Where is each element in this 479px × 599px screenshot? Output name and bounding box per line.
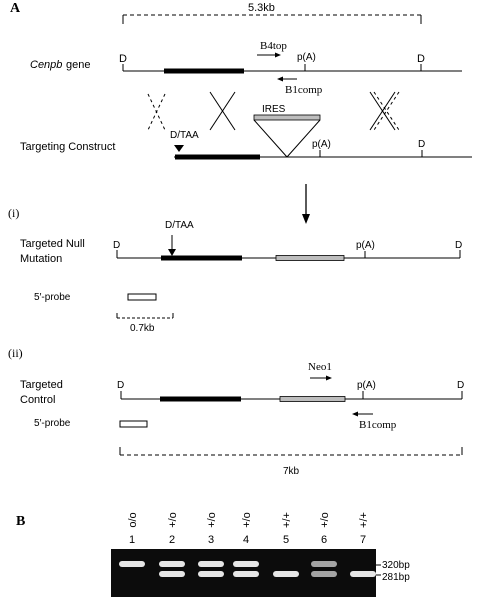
null-label-line1: Targeted Null	[20, 238, 85, 250]
lane-number-label: 1	[129, 534, 135, 546]
control-primer-b1comp-label: B1comp	[359, 419, 397, 431]
control-exon-block	[160, 396, 241, 402]
gel-band	[273, 571, 299, 577]
top-scale-bar	[122, 14, 422, 24]
lane-number-label: 3	[208, 534, 214, 546]
construct-ires-label: IRES	[262, 104, 286, 115]
control-d-left: D	[117, 380, 124, 391]
gel-band	[233, 571, 259, 577]
gel-band	[311, 571, 337, 577]
control-probe-label: 5′-probe	[34, 418, 71, 429]
primer-b4top-label: B4top	[260, 40, 287, 52]
genotype-labels: o/o +/o +/o +/o +/+ +/o +/+	[127, 512, 370, 528]
gene-exon-block	[164, 68, 244, 74]
control-label-line2: Control	[20, 394, 55, 406]
lane-number-label: 7	[360, 534, 366, 546]
targeting-construct-row: Targeting Construct D/TAA IRES p(A) D	[20, 104, 472, 160]
lane-genotype-label: o/o	[127, 512, 139, 527]
null-roman: (i)	[8, 206, 19, 220]
targeted-null-row: (i) Targeted Null Mutation D/TAA D D p(A…	[8, 206, 462, 334]
control-polya: p(A)	[357, 380, 376, 391]
gel-bands	[119, 561, 376, 577]
band-size-upper: 320bp	[382, 560, 410, 571]
result-arrow	[302, 184, 310, 224]
lane-genotype-label: +/+	[281, 512, 293, 528]
control-probe-box	[119, 420, 148, 428]
construct-ires-box	[253, 114, 321, 121]
targeted-control-row: (ii) Targeted Control Neo1 D D p(A) B1co…	[8, 346, 464, 477]
lane-genotype-label: +/+	[358, 512, 370, 528]
recombination-crosses	[147, 91, 400, 131]
cenpb-gene-row: Cenpb gene D D p(A) B4top B1comp	[30, 40, 462, 96]
construct-insertion-line-right	[286, 119, 321, 158]
construct-label: Targeting Construct	[20, 141, 115, 153]
gel-band	[350, 571, 376, 577]
null-mutation-arrow	[168, 249, 176, 256]
lane-numbers: 1 2 3 4 5 6 7	[129, 534, 366, 546]
gene-polya: p(A)	[297, 52, 316, 63]
construct-insertion-line-left	[253, 119, 288, 158]
lane-genotype-label: +/o	[241, 512, 253, 528]
gel-band	[311, 561, 337, 567]
null-probe-box	[127, 293, 157, 301]
lane-genotype-label: +/o	[319, 512, 331, 528]
gene-d-right: D	[417, 53, 425, 65]
lane-genotype-label: +/o	[206, 512, 218, 528]
null-ires-block	[275, 255, 345, 261]
gel-band	[233, 561, 259, 567]
null-mutation-label: D/TAA	[165, 220, 194, 231]
lane-genotype-label: +/o	[167, 512, 179, 528]
control-primer-neo1-label: Neo1	[308, 361, 332, 373]
null-d-left: D	[113, 240, 120, 251]
panel-a-label: A	[10, 1, 21, 16]
gel-band	[159, 561, 185, 567]
null-scale-label: 0.7kb	[130, 323, 155, 334]
gel-band	[119, 561, 145, 567]
null-d-right: D	[455, 240, 462, 251]
control-label-line1: Targeted	[20, 379, 63, 391]
null-polya: p(A)	[356, 240, 375, 251]
construct-exon-block	[175, 154, 260, 160]
construct-d-right: D	[418, 139, 425, 150]
gel-band	[198, 561, 224, 567]
gene-d-left: D	[119, 53, 127, 65]
gene-suffix: gene	[66, 59, 90, 71]
control-d-right: D	[457, 380, 464, 391]
null-probe-label: 5′-probe	[34, 292, 71, 303]
top-scale-label: 5.3kb	[248, 2, 275, 14]
gel-band	[198, 571, 224, 577]
null-exon-block	[161, 255, 242, 261]
lane-number-label: 4	[243, 534, 249, 546]
control-roman: (ii)	[8, 346, 23, 360]
construct-mutation-label: D/TAA	[170, 130, 199, 141]
lane-number-label: 6	[321, 534, 327, 546]
construct-mutation-marker	[174, 145, 184, 152]
control-scale-label: 7kb	[283, 466, 300, 477]
lane-number-label: 2	[169, 534, 175, 546]
gene-name: Cenpb	[30, 59, 62, 71]
band-size-lower: 281bp	[382, 572, 410, 583]
gel-band	[159, 571, 185, 577]
primer-b1comp-label: B1comp	[285, 84, 323, 96]
construct-polya: p(A)	[312, 139, 331, 150]
panel-b-label: B	[16, 514, 25, 529]
control-ires-block	[279, 396, 346, 402]
lane-number-label: 5	[283, 534, 289, 546]
null-label-line2: Mutation	[20, 253, 62, 265]
